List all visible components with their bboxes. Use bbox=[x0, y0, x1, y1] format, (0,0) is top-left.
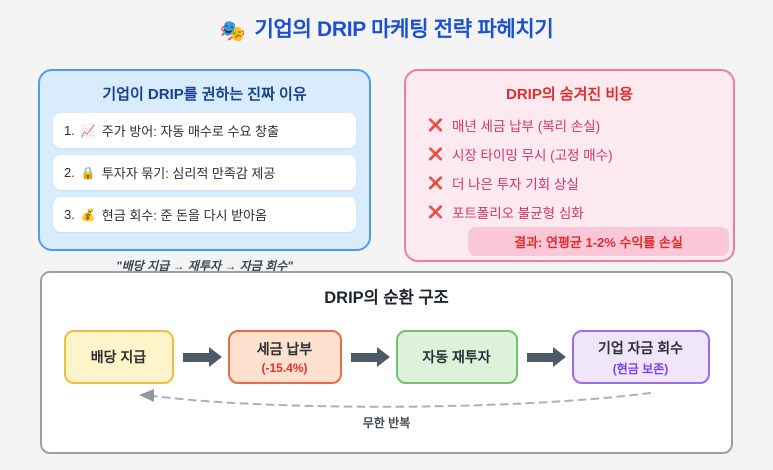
flow-step-dividend: 배당 지급 bbox=[63, 330, 174, 384]
item-text: 주가 방어: 자동 매수로 수요 창출 bbox=[101, 124, 279, 139]
cycle-panel-title: DRIP의 순환 구조 bbox=[324, 289, 449, 307]
arrow-right-icon bbox=[182, 352, 209, 362]
cost-item-2: ❌ 시장 타이밍 무시 (고정 매수) bbox=[428, 144, 719, 164]
step-label: 자동 재투자 bbox=[422, 349, 491, 365]
cost-item-1: ❌ 매년 세금 납부 (복리 손실) bbox=[428, 115, 719, 135]
item-text: 투자자 묶기: 심리적 만족감 제공 bbox=[101, 166, 276, 181]
item-number: 3. bbox=[64, 207, 75, 222]
cost-item-3: ❌ 더 나은 투자 기회 상실 bbox=[428, 173, 719, 193]
cross-mark-icon: ❌ bbox=[428, 147, 443, 161]
page-title: 🎭 기업의 DRIP 마케팅 전략 파헤치기 bbox=[0, 13, 773, 44]
item-text: 현금 회수: 준 돈을 다시 받아옴 bbox=[101, 208, 267, 223]
item-text: 포트폴리오 불균형 심화 bbox=[451, 206, 584, 221]
loop-label: 무한 반복 bbox=[362, 416, 411, 430]
money-bag-icon: 💰 bbox=[80, 207, 96, 222]
flow-step-cash-recovery: 기업 자금 회수 (현금 보존) bbox=[571, 330, 710, 384]
flow-step-tax: 세금 납부 (-15.4%) bbox=[227, 330, 342, 384]
reason-item-3: 3. 💰 현금 회수: 준 돈을 다시 받아옴 bbox=[53, 197, 356, 232]
cross-mark-icon: ❌ bbox=[428, 118, 443, 132]
reason-item-1: 1. 📈 주가 방어: 자동 매수로 수요 창출 bbox=[53, 113, 356, 148]
cross-mark-icon: ❌ bbox=[428, 205, 443, 219]
reasons-panel-title: 기업이 DRIP를 권하는 진짜 이유 bbox=[102, 86, 307, 103]
arrow-right-icon bbox=[350, 352, 377, 362]
reason-item-2: 2. 🔒 투자자 묶기: 심리적 만족감 제공 bbox=[53, 155, 356, 190]
costs-panel-title: DRIP의 숨겨진 비용 bbox=[506, 86, 633, 103]
step-label: 기업 자금 회수 bbox=[597, 339, 684, 356]
cross-mark-icon: ❌ bbox=[428, 176, 443, 190]
reasons-panel: 기업이 DRIP를 권하는 진짜 이유 1. 📈 주가 방어: 자동 매수로 수… bbox=[38, 69, 371, 251]
cycle-panel: DRIP의 순환 구조 배당 지급 세금 납부 (-15.4%) 자동 재투자 … bbox=[40, 271, 733, 454]
item-text: 매년 세금 납부 (복리 손실) bbox=[451, 119, 601, 134]
loop-back-arrow-icon bbox=[139, 389, 651, 408]
step-label: 배당 지급 bbox=[90, 349, 147, 365]
result-banner: 결과: 연평균 1-2% 수익률 손실 bbox=[468, 227, 729, 256]
step-sub: (-15.4%) bbox=[261, 361, 308, 375]
page-title-text: 기업의 DRIP 마케팅 전략 파헤치기 bbox=[254, 18, 554, 41]
item-number: 1. bbox=[64, 123, 75, 138]
chart-increasing-icon: 📈 bbox=[80, 123, 96, 138]
step-sub: (현금 보존) bbox=[612, 361, 669, 376]
flow-step-reinvest: 자동 재투자 bbox=[395, 330, 518, 384]
arrow-right-icon bbox=[526, 352, 553, 362]
costs-panel: DRIP의 숨겨진 비용 ❌ 매년 세금 납부 (복리 손실) ❌ 시장 타이밍… bbox=[404, 69, 735, 262]
item-number: 2. bbox=[64, 165, 75, 180]
theater-masks-icon: 🎭 bbox=[219, 20, 246, 43]
item-text: 더 나은 투자 기회 상실 bbox=[451, 177, 579, 192]
flow-quote: "배당 지급 → 재투자 → 자금 회수" bbox=[116, 259, 293, 273]
cost-item-4: ❌ 포트폴리오 불균형 심화 bbox=[428, 202, 719, 222]
lock-icon: 🔒 bbox=[80, 165, 96, 180]
item-text: 시장 타이밍 무시 (고정 매수) bbox=[451, 148, 613, 163]
cycle-flow: 배당 지급 세금 납부 (-15.4%) 자동 재투자 기업 자금 회수 (현금… bbox=[42, 330, 731, 384]
step-label: 세금 납부 bbox=[256, 341, 313, 357]
